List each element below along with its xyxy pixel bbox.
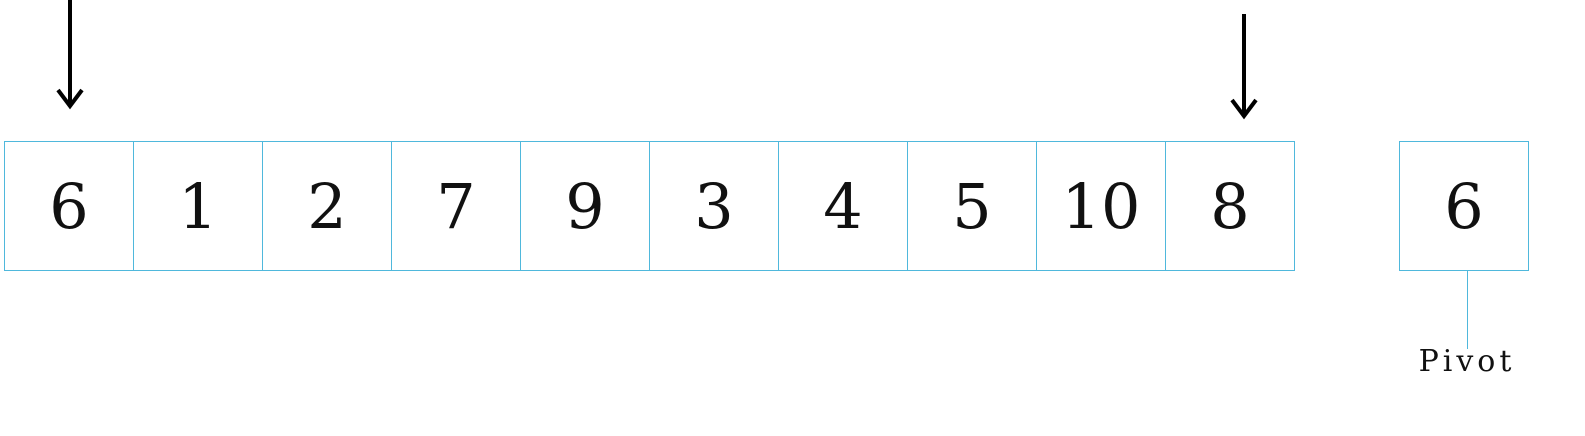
- pivot-connector-line: [1467, 271, 1468, 349]
- array-cell-0: 6: [4, 141, 134, 271]
- array-cell-7: 5: [907, 141, 1037, 271]
- array: 6 1 2 7 9 3 4 5 10 8: [4, 141, 1295, 271]
- array-cell-5: 3: [649, 141, 779, 271]
- array-cell-8: 10: [1036, 141, 1166, 271]
- left-pointer-down-arrow-icon: [56, 0, 84, 110]
- array-cell-6: 4: [778, 141, 908, 271]
- array-cell-3: 7: [391, 141, 521, 271]
- pivot-label: Pivot: [1418, 344, 1516, 379]
- right-pointer-down-arrow-icon: [1230, 14, 1258, 120]
- array-cell-9: 8: [1165, 141, 1295, 271]
- pivot-cell: 6: [1399, 141, 1529, 271]
- array-cell-2: 2: [262, 141, 392, 271]
- array-cell-1: 1: [133, 141, 263, 271]
- array-cell-4: 9: [520, 141, 650, 271]
